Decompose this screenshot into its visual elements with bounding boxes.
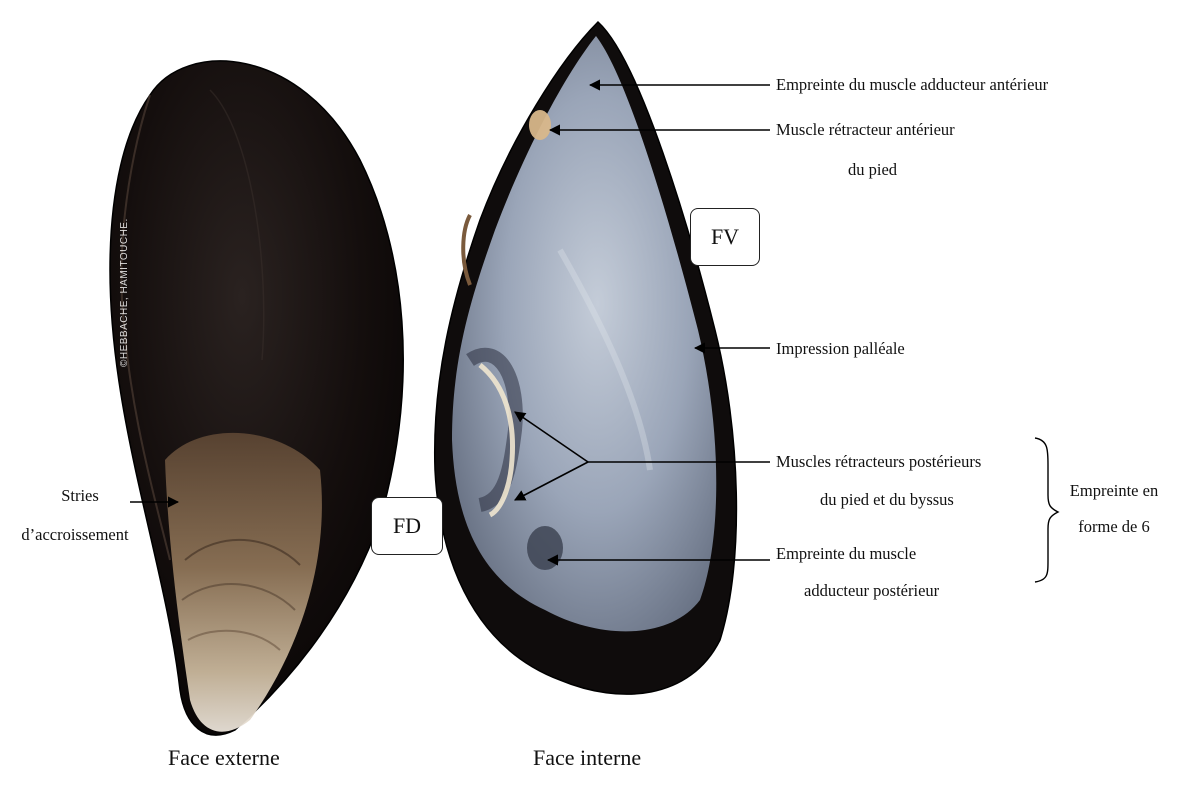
label-retractor-anterior-2: du pied — [848, 159, 897, 181]
label-retractor-posterior-1: Muscles rétracteurs postérieurs — [776, 451, 981, 473]
label-six-shape-2: forme de 6 — [1060, 516, 1168, 538]
label-retractor-posterior-2: du pied et du byssus — [820, 489, 954, 511]
brace-six-shape — [1035, 438, 1058, 582]
label-pallial: Impression palléale — [776, 338, 905, 360]
box-label-fd: FD — [371, 497, 443, 555]
label-adductor-anterior: Empreinte du muscle adducteur antérieur — [776, 74, 1048, 96]
label-retractor-anterior-1: Muscle rétracteur antérieur — [776, 119, 955, 141]
box-label-fv: FV — [690, 208, 760, 266]
label-stries-2: d’accroissement — [10, 524, 140, 546]
caption-external: Face externe — [168, 745, 280, 771]
caption-internal: Face interne — [533, 745, 641, 771]
arrow-retractor-posterior-up — [515, 412, 588, 462]
label-adductor-posterior-1: Empreinte du muscle — [776, 543, 916, 565]
label-adductor-posterior-2: adducteur postérieur — [804, 580, 939, 602]
label-stries-1: Stries — [20, 485, 140, 507]
label-six-shape-1: Empreinte en — [1060, 480, 1168, 502]
arrow-retractor-posterior-down — [515, 462, 588, 500]
